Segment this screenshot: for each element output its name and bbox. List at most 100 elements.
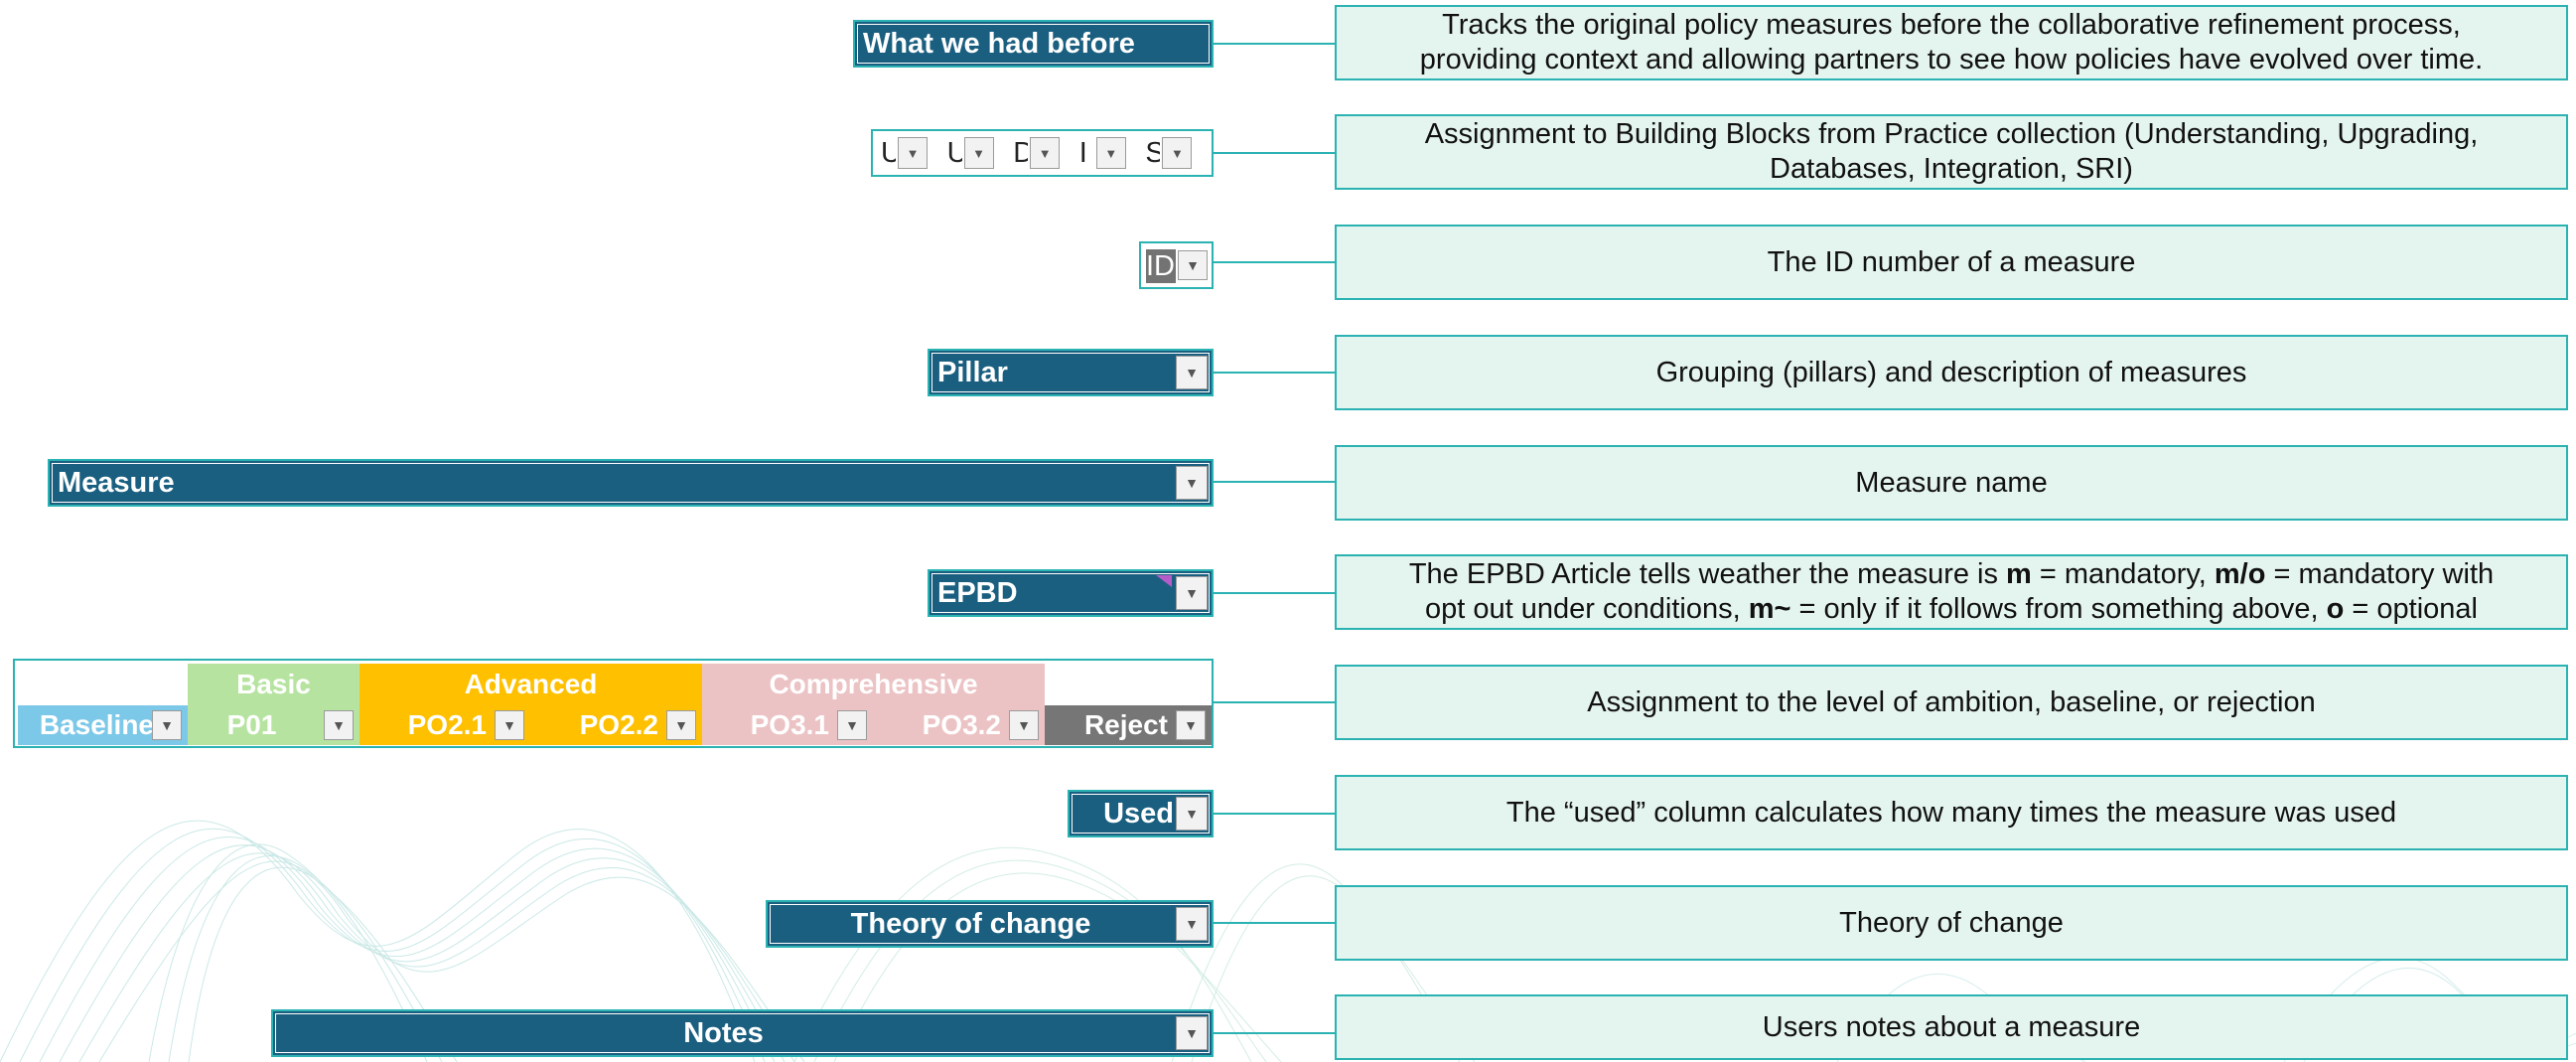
code-optional: o	[2326, 593, 2345, 625]
building-block-column[interactable]: U▼	[947, 137, 1014, 170]
level-po31-column[interactable]: PO3.1 ▼	[702, 705, 873, 745]
group-label: Basic	[236, 669, 311, 699]
building-block-label: D	[1013, 136, 1029, 169]
dropdown-arrow-icon[interactable]: ▼	[1176, 466, 1208, 500]
building-block-column[interactable]: S▼	[1145, 137, 1212, 170]
description-epbd: The EPBD Article tells weather the measu…	[1335, 554, 2568, 630]
group-label: Advanced	[464, 669, 598, 699]
dropdown-arrow-icon[interactable]: ▼	[1162, 137, 1193, 169]
dropdown-arrow-icon[interactable]: ▼	[324, 710, 354, 740]
description-pillar: Grouping (pillars) and description of me…	[1335, 335, 2568, 410]
connector-line	[1214, 1032, 1335, 1034]
description-fragment: The EPBD Article tells weather the measu…	[1408, 558, 2007, 591]
header-what-we-had-before[interactable]: What we had before	[853, 20, 1214, 68]
dropdown-arrow-icon[interactable]: ▼	[898, 137, 928, 169]
building-block-label: I	[1078, 136, 1087, 169]
dropdown-arrow-icon[interactable]: ▼	[1095, 137, 1126, 169]
column-label: PO3.2	[922, 709, 1001, 740]
header-label: Pillar	[937, 356, 1008, 388]
header-label: Measure	[58, 466, 175, 499]
connector-line	[1214, 261, 1335, 263]
level-of-ambition-header: Basic Advanced Comprehensive Baseline ▼ …	[13, 659, 1214, 748]
description-text: Users notes about a measure	[1762, 1010, 2141, 1043]
building-block-column[interactable]: D▼	[1013, 137, 1079, 170]
description-line: opt out under conditions, m~ = only if i…	[1425, 592, 2478, 627]
level-baseline-column[interactable]: Baseline ▼	[18, 705, 188, 745]
description-line: Assignment to Building Blocks from Pract…	[1424, 118, 2479, 151]
dropdown-arrow-icon[interactable]: ▼	[963, 137, 994, 169]
header-label: What we had before	[863, 27, 1135, 60]
building-block-label: U	[946, 136, 962, 169]
comment-indicator-icon	[1156, 575, 1172, 587]
dropdown-arrow-icon[interactable]: ▼	[666, 710, 696, 740]
header-id[interactable]: ID ▼	[1139, 241, 1214, 289]
description-line: Tracks the original policy measures befo…	[1442, 9, 2461, 42]
connector-line	[1214, 152, 1335, 154]
header-used[interactable]: Used ▼	[1068, 790, 1214, 837]
description-building-blocks: Assignment to Building Blocks from Pract…	[1335, 114, 2568, 190]
building-block-column[interactable]: U▼	[881, 137, 947, 170]
dropdown-arrow-icon[interactable]: ▼	[1009, 710, 1039, 740]
dropdown-arrow-icon[interactable]: ▼	[1030, 137, 1061, 169]
header-label: EPBD	[937, 576, 1018, 609]
connector-line	[1214, 701, 1335, 703]
header-epbd[interactable]: EPBD ▼	[928, 569, 1214, 617]
building-block-column[interactable]: I▼	[1079, 137, 1146, 170]
connector-line	[1214, 592, 1335, 594]
description-line: The EPBD Article tells weather the measu…	[1409, 557, 2494, 592]
description-text: Grouping (pillars) and description of me…	[1655, 356, 2247, 388]
code-conditional: m~	[1748, 593, 1791, 625]
dropdown-arrow-icon[interactable]: ▼	[495, 710, 524, 740]
description-id: The ID number of a measure	[1335, 225, 2568, 300]
building-block-label: U	[881, 136, 896, 169]
description-fragment: = mandatory with	[2265, 558, 2495, 591]
description-text: Measure name	[1855, 466, 2048, 499]
code-mandatory-opt-out: m/o	[2214, 558, 2266, 591]
dropdown-arrow-icon[interactable]: ▼	[837, 710, 867, 740]
description-text: The ID number of a measure	[1767, 245, 2136, 278]
column-label: P01	[226, 709, 277, 740]
description-fragment: opt out under conditions,	[1425, 593, 1749, 625]
building-blocks-header: U▼ U▼ D▼ I▼ S▼	[871, 129, 1214, 177]
level-p01-column[interactable]: P01 ▼	[188, 705, 359, 745]
level-comprehensive-group: Comprehensive	[702, 664, 1045, 705]
level-po21-column[interactable]: PO2.1 ▼	[359, 705, 530, 745]
description-fragment: = only if it follows from something abov…	[1790, 593, 2327, 625]
description-what-we-had-before: Tracks the original policy measures befo…	[1335, 5, 2568, 80]
level-basic-group: Basic	[188, 664, 359, 705]
id-label: ID	[1146, 249, 1176, 283]
dropdown-arrow-icon[interactable]: ▼	[1176, 576, 1208, 610]
connector-line	[1214, 481, 1335, 483]
connector-line	[1214, 922, 1335, 924]
dropdown-arrow-icon[interactable]: ▼	[1176, 797, 1208, 831]
dropdown-arrow-icon[interactable]: ▼	[1176, 1016, 1208, 1050]
dropdown-arrow-icon[interactable]: ▼	[1178, 250, 1208, 280]
level-po32-column[interactable]: PO3.2 ▼	[873, 705, 1045, 745]
dropdown-arrow-icon[interactable]: ▼	[1176, 710, 1206, 740]
dropdown-arrow-icon[interactable]: ▼	[1176, 356, 1208, 389]
connector-line	[1214, 813, 1335, 815]
header-label: Theory of change	[850, 907, 1091, 940]
column-label: Baseline	[39, 709, 154, 740]
dropdown-arrow-icon[interactable]: ▼	[1176, 907, 1208, 941]
description-used: The “used” column calculates how many ti…	[1335, 775, 2568, 850]
description-line: providing context and allowing partners …	[1419, 44, 2484, 76]
description-text: The “used” column calculates how many ti…	[1505, 796, 2397, 829]
description-fragment: = optional	[2344, 593, 2478, 625]
dropdown-arrow-icon[interactable]: ▼	[152, 710, 182, 740]
header-pillar[interactable]: Pillar ▼	[928, 349, 1214, 396]
description-text: Theory of change	[1839, 906, 2064, 939]
header-label: Used	[1103, 797, 1174, 830]
description-level: Assignment to the level of ambition, bas…	[1335, 665, 2568, 740]
group-label: Comprehensive	[769, 669, 978, 699]
level-po22-column[interactable]: PO2.2 ▼	[530, 705, 702, 745]
level-advanced-group: Advanced	[359, 664, 702, 705]
code-mandatory: m	[2006, 558, 2032, 591]
column-label: PO3.1	[750, 709, 829, 740]
header-notes[interactable]: Notes ▼	[271, 1009, 1214, 1057]
building-block-label: S	[1145, 136, 1161, 169]
column-label: PO2.2	[579, 709, 658, 740]
header-measure[interactable]: Measure ▼	[48, 459, 1214, 507]
level-reject-column[interactable]: Reject ▼	[1045, 705, 1212, 745]
header-theory-of-change[interactable]: Theory of change ▼	[766, 900, 1214, 948]
